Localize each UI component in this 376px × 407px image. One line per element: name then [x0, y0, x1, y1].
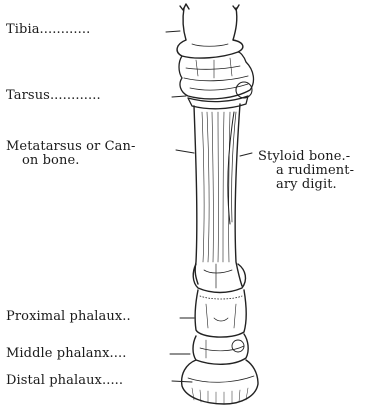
- label-distal-phalanx: Distal phalaux.....: [6, 374, 123, 388]
- middle-phalanx-bone: [193, 334, 248, 364]
- label-proximal-phalanx: Proximal phalaux..: [6, 310, 131, 324]
- label-metatarsus-line2: on bone.: [22, 154, 79, 168]
- tibia-bone: [177, 4, 243, 58]
- tarsus-bones: [179, 52, 253, 109]
- label-tarsus: Tarsus............: [6, 89, 101, 103]
- label-middle-phalanx: Middle phalanx....: [6, 347, 126, 361]
- label-styloid-line1: Styloid bone.-: [258, 150, 350, 164]
- proximal-phalanx-bone: [195, 290, 246, 337]
- label-tibia: Tibia............: [6, 23, 90, 37]
- distal-phalanx-bone: [182, 360, 258, 404]
- label-styloid-line2: a rudiment-: [276, 164, 354, 178]
- metatarsus-cannon-bone: [193, 104, 245, 293]
- label-styloid-line3: ary digit.: [276, 178, 337, 192]
- label-metatarsus-line1: Metatarsus or Can-: [6, 140, 135, 154]
